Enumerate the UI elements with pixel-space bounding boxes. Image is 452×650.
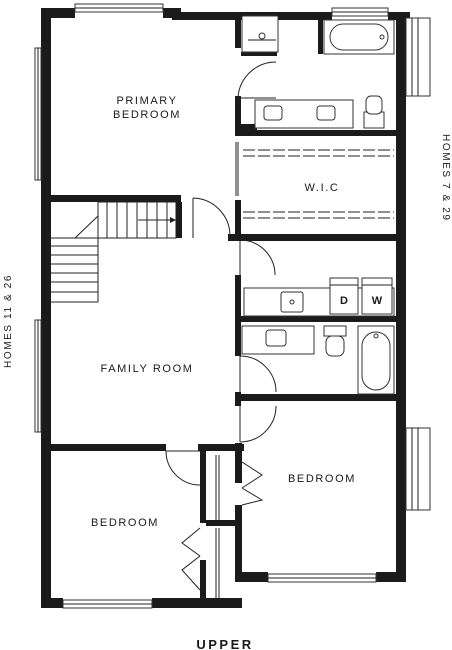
side-label-left: HOMES 11 & 26 bbox=[3, 274, 14, 368]
interior-walls bbox=[51, 14, 396, 604]
dryer-label: D bbox=[340, 295, 348, 307]
bedroom-left-label: BEDROOM bbox=[91, 517, 159, 529]
family-room-label: FAMILY ROOM bbox=[101, 363, 194, 375]
washer-label: W bbox=[372, 295, 383, 307]
windows bbox=[34, 3, 431, 609]
main-bath-fixtures bbox=[241, 325, 395, 395]
room-labels: PRIMARY BEDROOM W.I.C FAMILY ROOM BEDROO… bbox=[91, 95, 356, 529]
wic-label: W.I.C bbox=[305, 182, 340, 194]
laundry-fixtures: D W bbox=[243, 277, 395, 317]
doors bbox=[165, 61, 277, 591]
primary-bedroom-label-line2: BEDROOM bbox=[113, 109, 181, 121]
ensuite-fixtures bbox=[241, 15, 395, 129]
level-title: UPPER bbox=[196, 637, 253, 650]
primary-bedroom-label-line1: PRIMARY bbox=[116, 95, 177, 107]
side-label-right: HOMES 7 & 29 bbox=[440, 134, 451, 222]
staircase bbox=[51, 201, 177, 303]
bedroom-right-label: BEDROOM bbox=[288, 473, 356, 485]
closets bbox=[215, 149, 394, 598]
